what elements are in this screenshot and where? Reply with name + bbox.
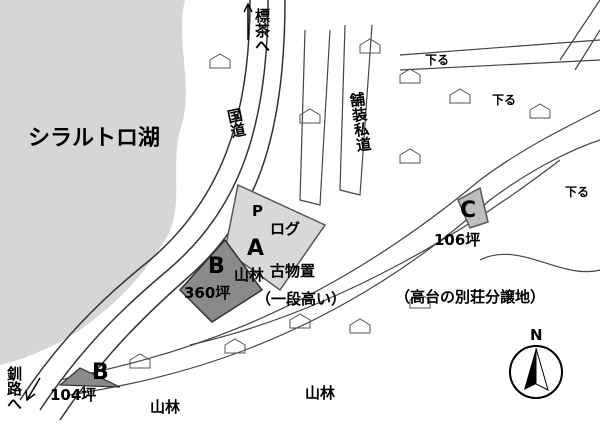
- subdivision-label: （高台の別荘分譲地）: [395, 288, 546, 306]
- antique-storage-label: 古物置: [270, 262, 316, 280]
- lot-b-large: [178, 238, 264, 323]
- arrow-up-icon: [243, 2, 253, 40]
- lot-b-small: [58, 367, 121, 388]
- lot-c: [457, 186, 489, 229]
- downhill-label: 下る: [425, 53, 450, 67]
- lot-b-forest: 山林: [234, 266, 265, 284]
- parking-label: P: [252, 202, 263, 220]
- elevated-note: （一段高い）: [256, 290, 347, 308]
- lot-c-letter: C: [460, 198, 477, 223]
- downhill-label: 下る: [492, 93, 517, 107]
- compass-icon: [509, 345, 563, 399]
- lot-c-area: 106坪: [434, 231, 481, 249]
- compass-north-label: N: [530, 326, 543, 344]
- arrow-down-left-icon: [25, 377, 41, 402]
- lake-area: [0, 0, 186, 365]
- house-icons: [129, 38, 551, 369]
- lot-b-area: 360坪: [184, 284, 231, 302]
- national-road: [19, 0, 286, 421]
- lot-a-letter: A: [247, 236, 265, 261]
- downhill-label: 下る: [565, 185, 590, 199]
- to-shibecha-label: 標茶へ: [253, 8, 271, 53]
- lot-b-small-letter: B: [92, 360, 109, 385]
- lot-a: [224, 183, 327, 292]
- lot-b-letter: B: [208, 254, 225, 279]
- to-kushiro-label: 釧路へ: [5, 366, 23, 411]
- lake-label: シラルトロ湖: [28, 126, 161, 151]
- forest-label: 山林: [305, 384, 336, 402]
- forest-label: 山林: [150, 398, 181, 416]
- lot-b-small-area: 104坪: [50, 386, 97, 404]
- log-house-label: ログ: [270, 220, 301, 238]
- private-roads: [59, 0, 600, 396]
